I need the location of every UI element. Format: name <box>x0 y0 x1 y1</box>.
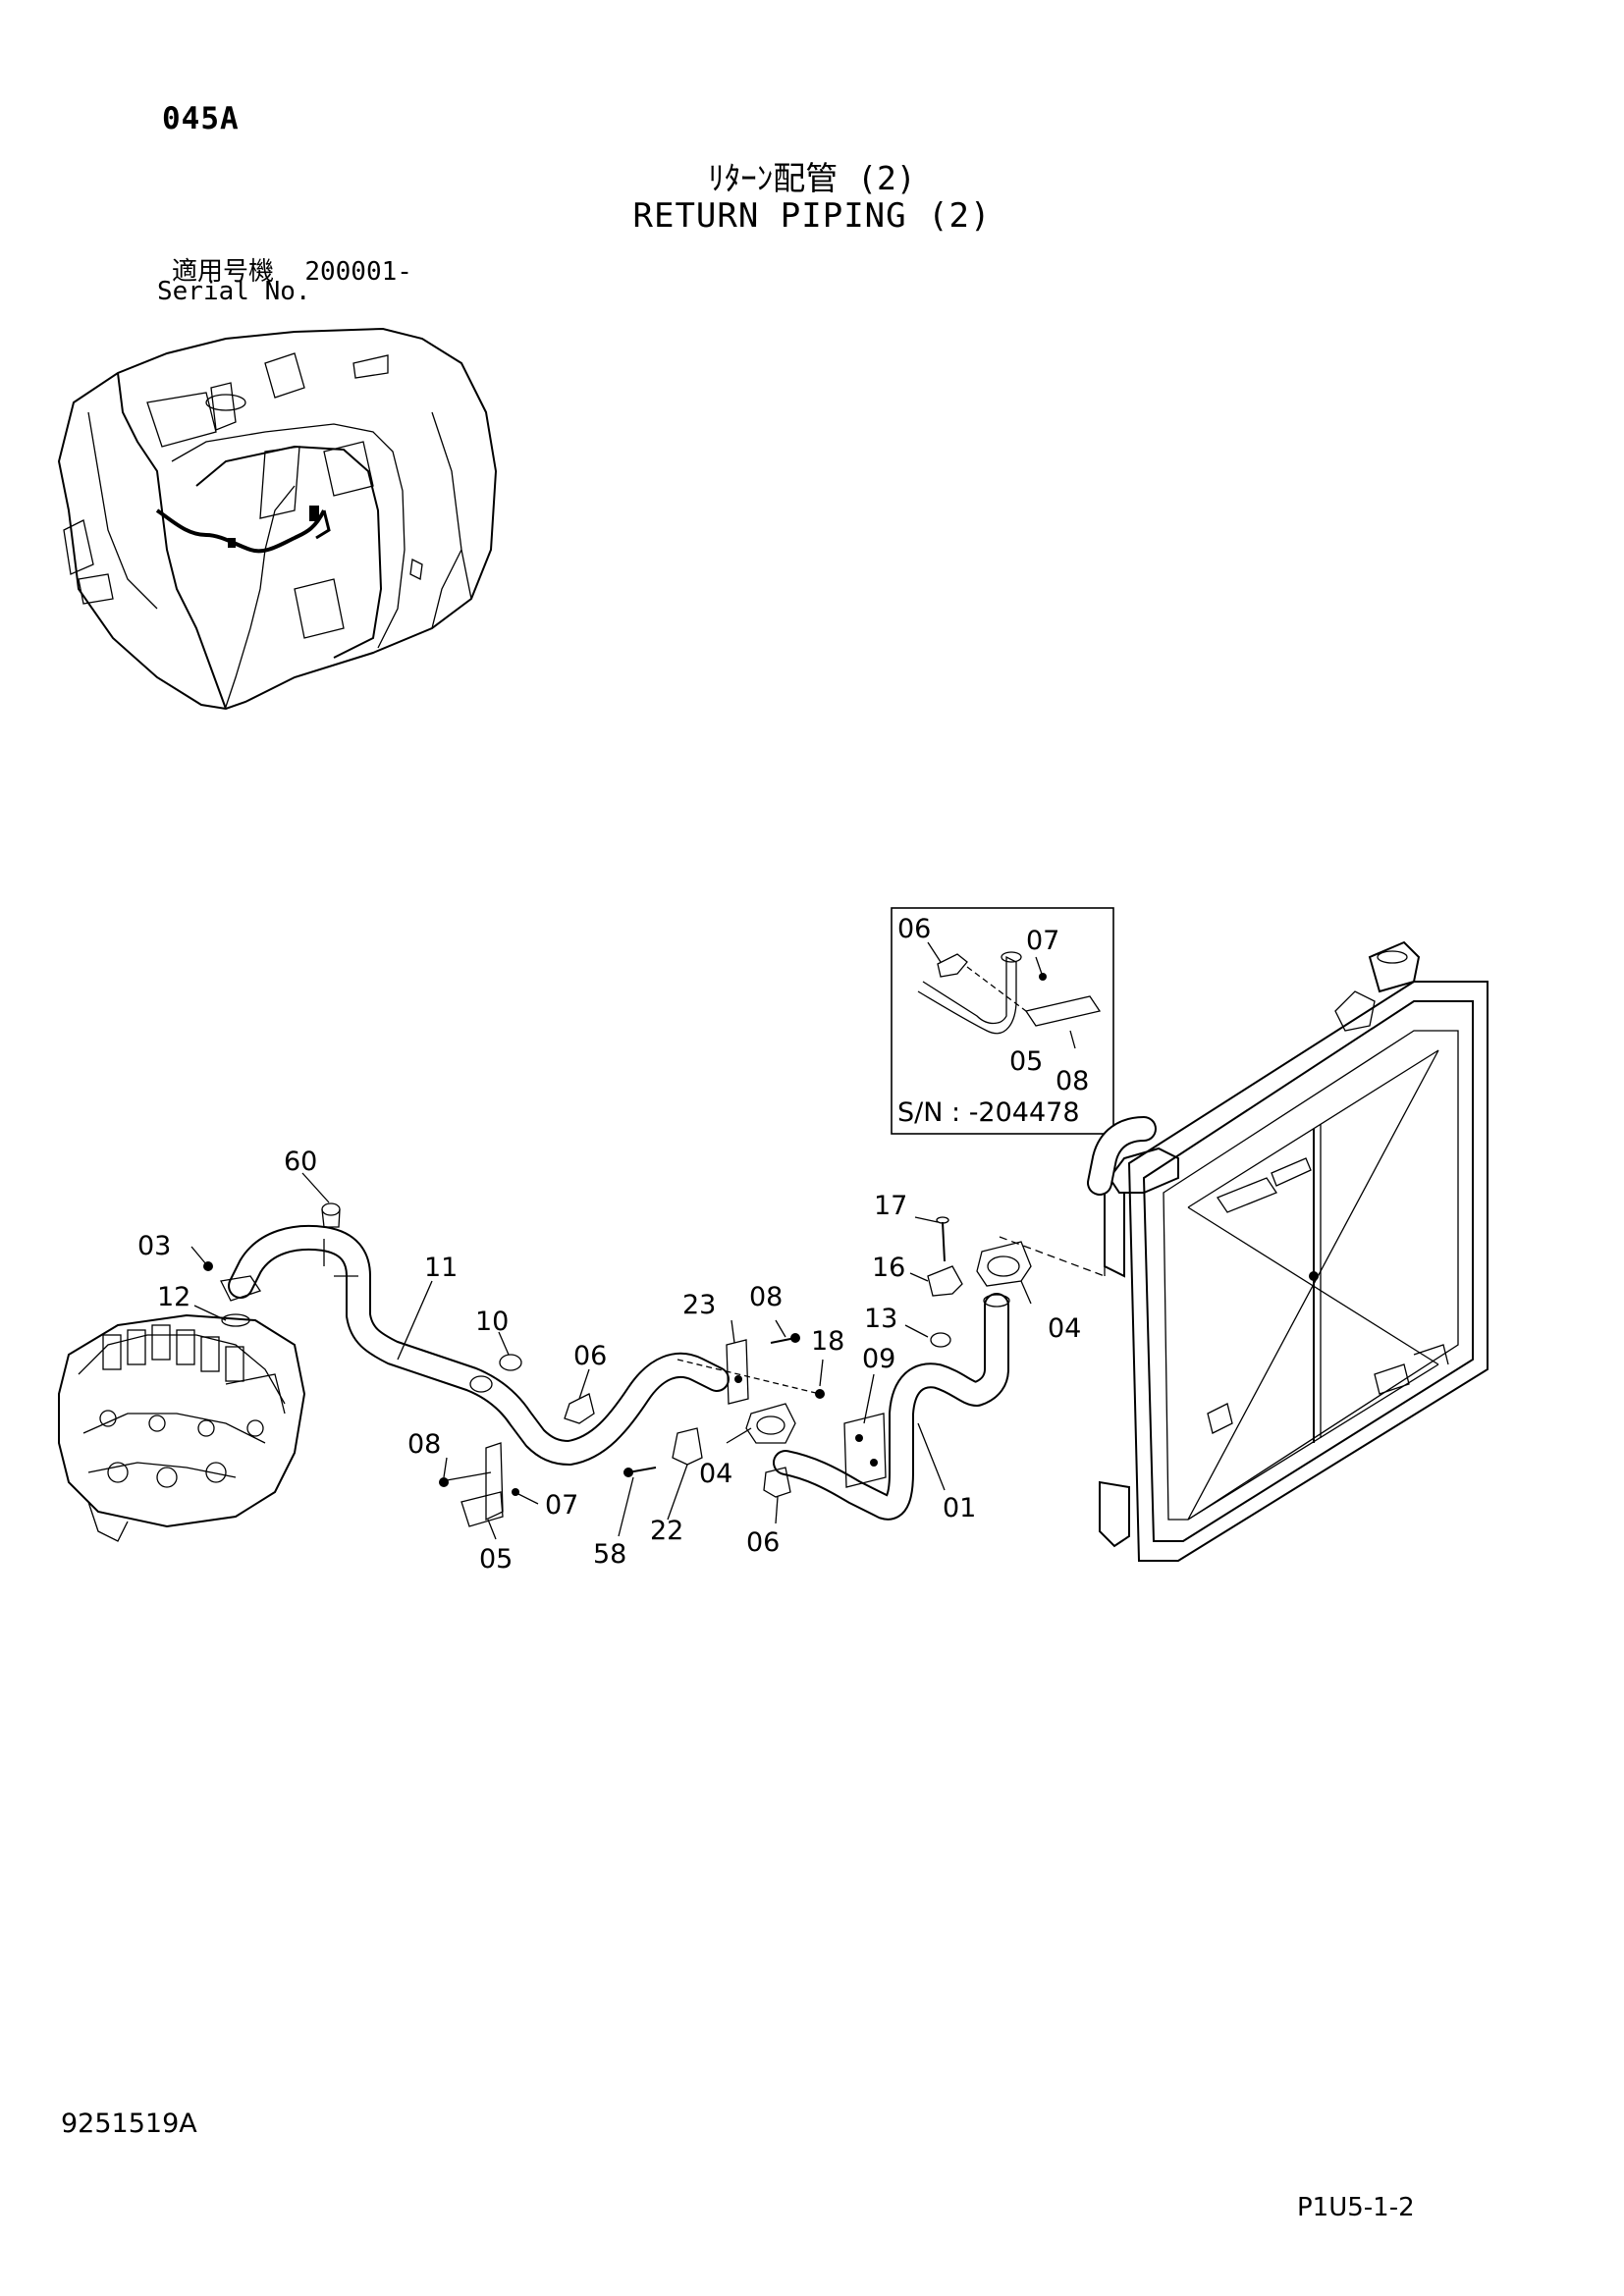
clamp-06-lower <box>763 1467 791 1498</box>
callout-23: 23 <box>682 1290 716 1320</box>
callout-08-lower: 08 <box>407 1429 441 1460</box>
bolt-58 <box>623 1467 657 1477</box>
bolt-18 <box>815 1389 825 1399</box>
return-pipe-11 <box>228 1224 730 1466</box>
inset-callout-05: 05 <box>1009 1046 1043 1077</box>
return-pipe-01 <box>773 1293 1010 1521</box>
radiator-hose <box>1087 1116 1157 1196</box>
serial-range: 200001- <box>304 257 412 287</box>
clamp-04-upper <box>976 1241 1032 1287</box>
bracket-09 <box>843 1413 887 1488</box>
callout-06-lower: 06 <box>746 1527 780 1558</box>
clamp-16 <box>927 1265 963 1297</box>
serial-label-jp: 適用号機 <box>172 257 275 287</box>
title-english: RETURN PIPING (2) <box>632 196 992 236</box>
title-japanese: ﾘﾀｰﾝ配管 (2) <box>708 159 916 197</box>
serial-label-en: Serial No. <box>157 277 311 306</box>
callout-08-upper: 08 <box>749 1282 783 1312</box>
callout-03: 03 <box>137 1231 171 1261</box>
control-valve-assembly <box>58 1313 306 1542</box>
document-number: 9251519A <box>61 2109 197 2139</box>
page-code: 045A <box>162 101 240 136</box>
flange-fitting <box>203 1261 262 1327</box>
inset-callout-06: 06 <box>897 914 931 944</box>
clamp-04-lower <box>745 1403 796 1444</box>
callout-04-upper: 04 <box>1048 1313 1081 1344</box>
bolt-08-upper <box>770 1333 800 1344</box>
bracket-23 <box>726 1339 749 1405</box>
callout-22: 22 <box>650 1516 683 1546</box>
inset-callout-08: 08 <box>1056 1066 1089 1096</box>
bolt-17 <box>936 1216 949 1262</box>
radiator-assembly <box>1099 940 1489 1562</box>
callout-58: 58 <box>593 1539 626 1570</box>
callout-09: 09 <box>862 1344 895 1374</box>
callout-07: 07 <box>545 1490 578 1521</box>
callout-16: 16 <box>872 1253 905 1283</box>
clamp-22 <box>672 1427 703 1466</box>
callout-labels: 60 03 12 11 10 06 23 08 18 09 17 16 13 0… <box>137 1147 1081 1575</box>
callout-60: 60 <box>284 1147 317 1177</box>
plug-60 <box>321 1202 341 1228</box>
callout-05: 05 <box>479 1544 513 1575</box>
clamp-10 <box>469 1354 522 1393</box>
serial-applicability: 適用号機 200001- <box>172 251 412 288</box>
inset-serial-note: S/N : -204478 <box>897 1097 1080 1128</box>
callout-04-lower: 04 <box>699 1459 732 1489</box>
callout-10: 10 <box>475 1307 509 1337</box>
callout-01: 01 <box>943 1493 976 1523</box>
callout-18: 18 <box>811 1326 844 1357</box>
callout-12: 12 <box>157 1282 190 1312</box>
page-reference: P1U5-1-2 <box>1297 2193 1415 2222</box>
inset-detail-box: 06 07 05 08 S/N : -204478 <box>891 907 1114 1135</box>
bracket-05 <box>439 1442 519 1527</box>
callout-06-upper: 06 <box>573 1341 607 1371</box>
plug-13 <box>930 1332 951 1348</box>
leader-lines <box>190 1172 1106 1540</box>
clamp-06-upper <box>564 1393 595 1424</box>
callout-11: 11 <box>424 1253 458 1283</box>
callout-17: 17 <box>874 1191 907 1221</box>
excavator-overview-illustration <box>57 327 498 711</box>
callout-13: 13 <box>864 1304 897 1334</box>
inset-callout-07: 07 <box>1026 926 1059 956</box>
